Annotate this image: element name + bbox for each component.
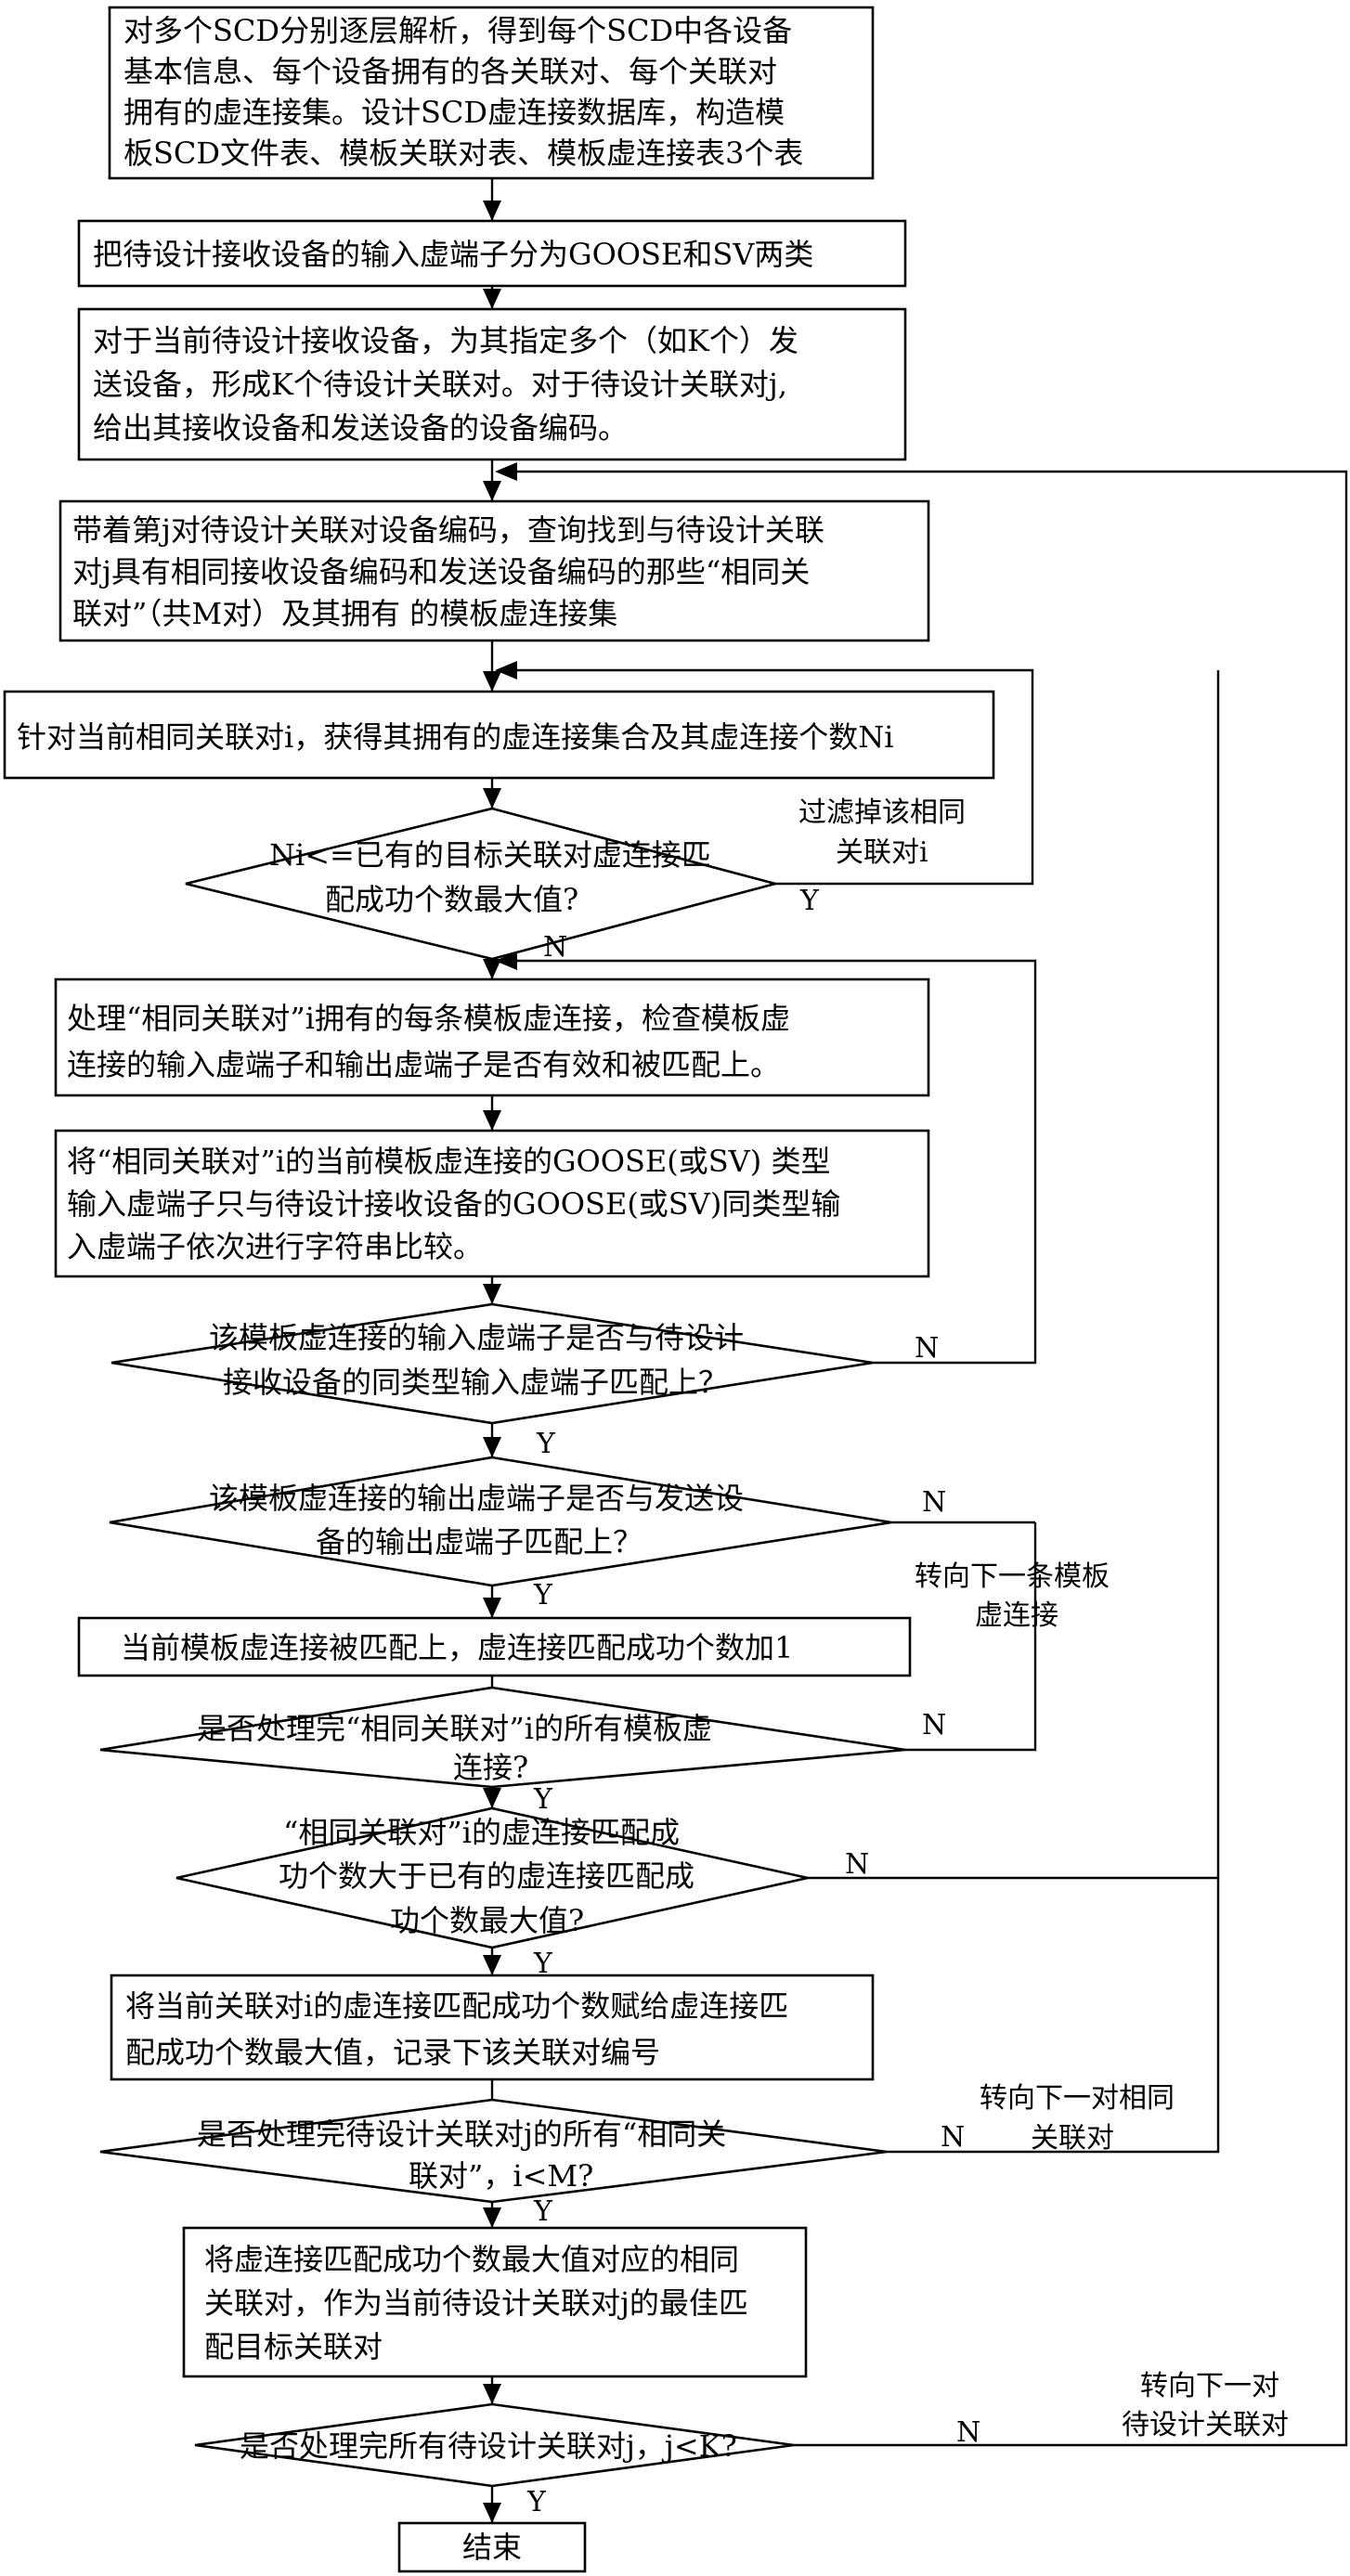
- decision-greater-than-max-text: “相同关联对”i的虚连接匹配成 功个数大于已有的虚连接匹配成 功个数最大值?: [279, 1815, 704, 1938]
- arrowhead: [483, 1598, 501, 1618]
- label-no: N: [922, 1709, 946, 1741]
- label-no: N: [915, 1332, 939, 1365]
- annotation-filter: 过滤掉该相同 关联对i: [798, 796, 975, 869]
- annotation-next-vlink: 转向下一条模板 虚连接: [915, 1560, 1119, 1632]
- arrowhead: [483, 1110, 501, 1131]
- decision-all-design-pairs-done-text: 是否处理完所有待设计关联对j，j<K?: [240, 2428, 737, 2464]
- label-yes: Y: [799, 885, 820, 917]
- label-yes: Y: [533, 1783, 553, 1816]
- label-yes: Y: [533, 2195, 553, 2228]
- decision-output-match-diamond: [110, 1457, 891, 1586]
- arrowhead: [483, 2207, 501, 2228]
- annotation-next-design-pair: 转向下一对 待设计关联对: [1122, 2370, 1289, 2441]
- arrowhead: [483, 671, 501, 692]
- label-yes: Y: [533, 1579, 553, 1612]
- label-no: N: [543, 931, 567, 964]
- step-get-vlink-set-text: 针对当前相同关联对i，获得其拥有的虚连接集合及其虚连接个数Ni: [17, 719, 893, 755]
- arrowhead: [483, 1955, 501, 1975]
- label-no: N: [956, 2416, 980, 2449]
- arrowhead: [483, 1788, 501, 1808]
- step-match-count-text: 当前模板虚连接被匹配上，虚连接匹配成功个数加1: [121, 1630, 793, 1665]
- end-text: 结束: [462, 2530, 522, 2565]
- arrowhead: [483, 201, 501, 221]
- arrowhead: [483, 2503, 501, 2523]
- label-yes: Y: [536, 1428, 556, 1460]
- arrowhead: [483, 1284, 501, 1304]
- arrowhead: [483, 788, 501, 809]
- label-no: N: [941, 2121, 965, 2154]
- label-no: N: [845, 1848, 869, 1881]
- annotation-next-same-pair: 转向下一对相同 关联对: [980, 2082, 1184, 2155]
- arrowhead: [483, 481, 501, 501]
- step-classify-terminals-text: 把待设计接收设备的输入虚端子分为GOOSE和SV两类: [93, 237, 813, 272]
- arrowhead: [495, 462, 517, 481]
- arrowhead: [483, 2384, 501, 2404]
- arrowhead: [483, 1437, 501, 1457]
- label-yes: Y: [526, 2486, 547, 2518]
- label-yes: Y: [533, 1948, 553, 1980]
- label-no: N: [922, 1486, 946, 1519]
- arrowhead: [483, 289, 501, 309]
